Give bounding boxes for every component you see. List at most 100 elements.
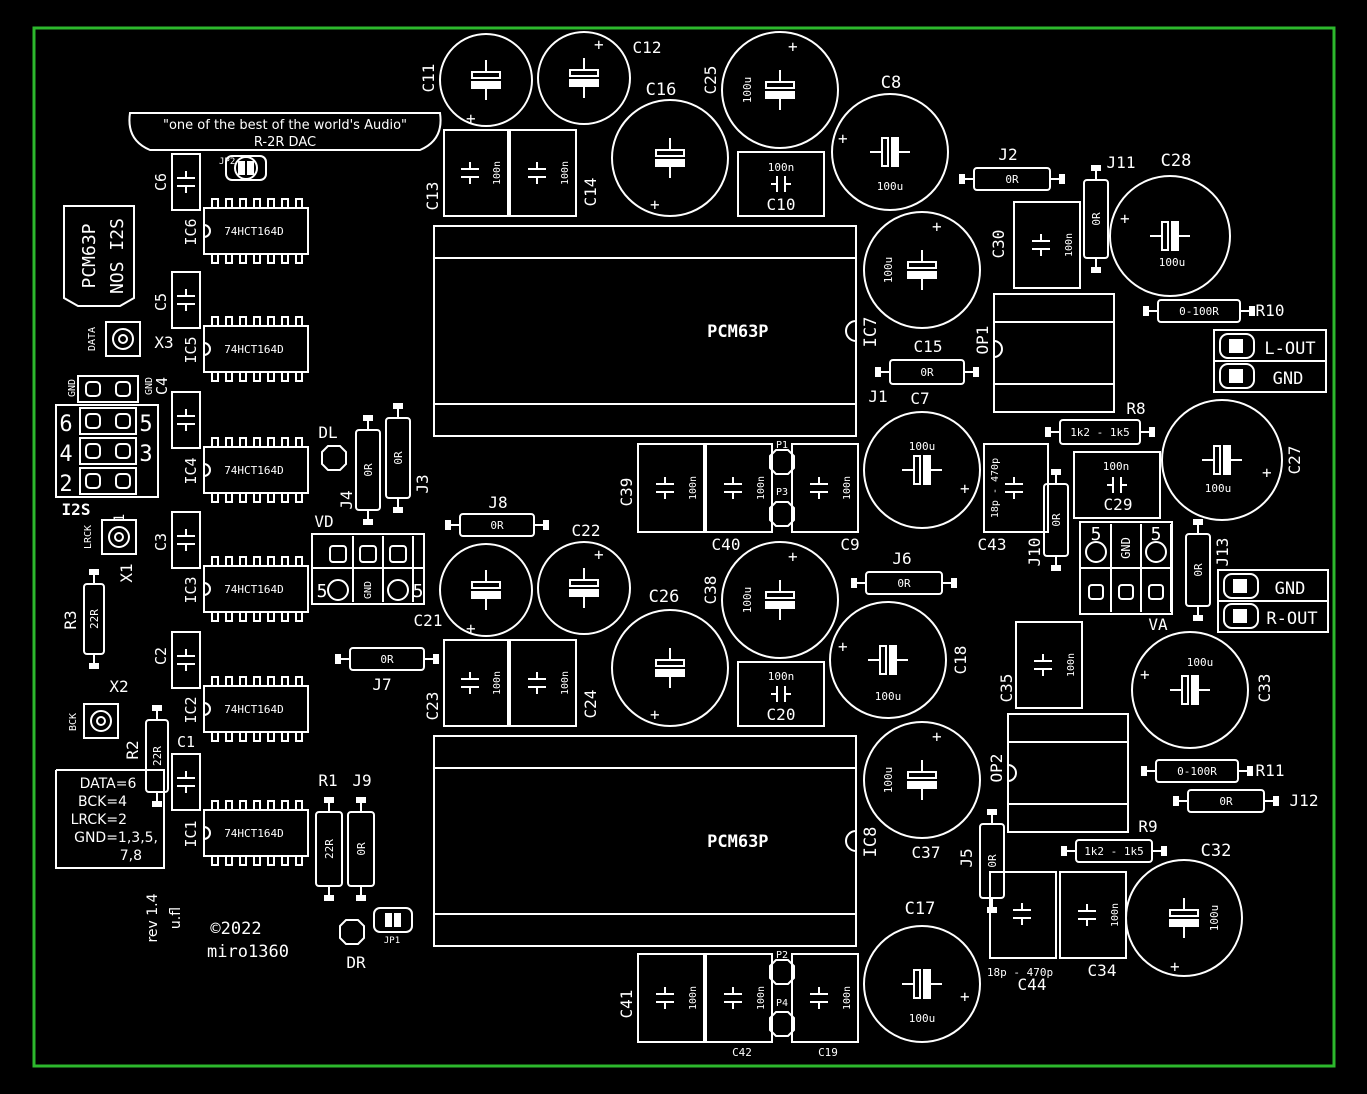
pin <box>85 443 101 459</box>
electrolytic-capacitor <box>829 601 947 719</box>
silk-label: J6 <box>892 549 911 568</box>
electrolytic-capacitor <box>721 31 839 149</box>
dip-notch <box>845 320 857 342</box>
silk-label: C5 <box>152 293 170 311</box>
cap-value: 100n <box>688 986 699 1010</box>
resistor-pad <box>324 895 334 901</box>
cap-value: 100n <box>492 671 503 695</box>
cap-value: 100u <box>1159 256 1186 269</box>
cap-value: 100n <box>560 671 571 695</box>
silk-label: J8 <box>488 493 507 512</box>
silk-label: J13 <box>1213 538 1232 567</box>
polarity-mark: + <box>594 35 604 54</box>
soic-pin <box>239 492 247 503</box>
resistor-pad <box>1193 519 1203 525</box>
resistor-value: 0R <box>355 842 368 856</box>
soic-notch <box>203 463 211 477</box>
elcap-plate <box>889 645 897 675</box>
pin-square <box>1233 609 1247 623</box>
electrolytic-capacitor <box>863 925 981 1043</box>
resistor-value: 0R <box>1219 795 1233 808</box>
silk-label: I2S <box>62 500 91 519</box>
badge-outline <box>63 205 135 307</box>
elcap-plate <box>471 81 501 89</box>
pin <box>1088 584 1104 600</box>
resistor-body <box>347 811 375 887</box>
silk-label: 5 <box>139 412 152 437</box>
silk-label: JP1 <box>384 936 400 946</box>
ufl-text: u.fl <box>168 907 184 929</box>
ic-value: 74HCT164D <box>224 225 284 238</box>
soic-pin <box>267 731 275 742</box>
silk-label: BCK=4 <box>78 794 127 810</box>
ic-ref: IC8 <box>861 827 881 858</box>
resistor-body <box>865 571 943 595</box>
silk-label: C41 <box>617 990 636 1019</box>
silk-label: 1 <box>112 514 128 522</box>
opamp-package <box>1007 713 1129 833</box>
soic-pin <box>225 371 233 382</box>
silk-label: C23 <box>423 692 442 721</box>
silk-label: 100n <box>1103 460 1130 473</box>
elcap-plate <box>1191 675 1199 705</box>
polarity-mark: + <box>960 987 970 1006</box>
soic-pin <box>295 611 303 622</box>
pin-square <box>1229 369 1243 383</box>
cap-value: 100n <box>1066 653 1077 677</box>
silk-label: C21 <box>414 611 443 630</box>
pin <box>115 443 131 459</box>
silk-label: 5 <box>413 581 424 602</box>
elcap-plate <box>655 669 685 677</box>
soic-pin <box>239 731 247 742</box>
soic-pin <box>239 855 247 866</box>
polarity-mark: + <box>1140 665 1150 684</box>
pin <box>329 545 347 563</box>
soic-notch <box>203 582 211 596</box>
resistor-body <box>1187 789 1265 813</box>
smd-capacitor <box>171 153 201 211</box>
electrolytic-capacitor <box>1161 399 1283 521</box>
soic-pin <box>239 253 247 264</box>
polarity-mark: + <box>650 705 660 724</box>
soic-notch <box>203 826 211 840</box>
soic-pin <box>239 198 247 209</box>
soic-pin <box>239 316 247 327</box>
resistor-pad <box>959 174 965 184</box>
resistor-pad <box>89 569 99 575</box>
elcap-plate <box>1171 221 1179 251</box>
silk-label: GND <box>363 581 374 599</box>
soic-pin <box>239 371 247 382</box>
silk-label: C19 <box>818 1046 838 1059</box>
resistor-body <box>1075 839 1153 863</box>
rev-text: rev 1.4 <box>145 893 161 942</box>
resistor-pad <box>363 519 373 525</box>
ufl-connector <box>105 321 141 357</box>
smd-capacitor <box>1059 871 1127 959</box>
elcap-plate <box>471 591 501 599</box>
resistor-value: 1k2 - 1k5 <box>1070 426 1130 439</box>
resistor-body <box>1157 299 1241 323</box>
silk-label: VD <box>314 512 333 531</box>
soic-pin <box>267 676 275 687</box>
silk-label: C29 <box>1104 495 1133 514</box>
soic-pin <box>295 437 303 448</box>
silk-label: C35 <box>997 674 1016 703</box>
soic-pin <box>211 800 219 811</box>
resistor-pad <box>1091 267 1101 273</box>
opamp-notch <box>993 340 1003 358</box>
elcap-plate <box>907 781 937 789</box>
elcap-plate <box>891 137 899 167</box>
soic-pin <box>225 556 233 567</box>
ufl-ring <box>90 710 112 732</box>
silk-label: 6 <box>59 412 72 437</box>
resistor-pad <box>1141 766 1147 776</box>
resistor-pad <box>393 403 403 409</box>
ufl-ring <box>112 328 134 350</box>
electrolytic-capacitor <box>439 543 533 637</box>
resistor-body <box>145 719 169 793</box>
silk-label: C25 <box>701 66 720 95</box>
resistor-value: 0R <box>1090 212 1103 226</box>
soic-pin <box>295 556 303 567</box>
silk-label: C42 <box>732 1046 752 1059</box>
resistor-value: 1k2 - 1k5 <box>1084 845 1144 858</box>
